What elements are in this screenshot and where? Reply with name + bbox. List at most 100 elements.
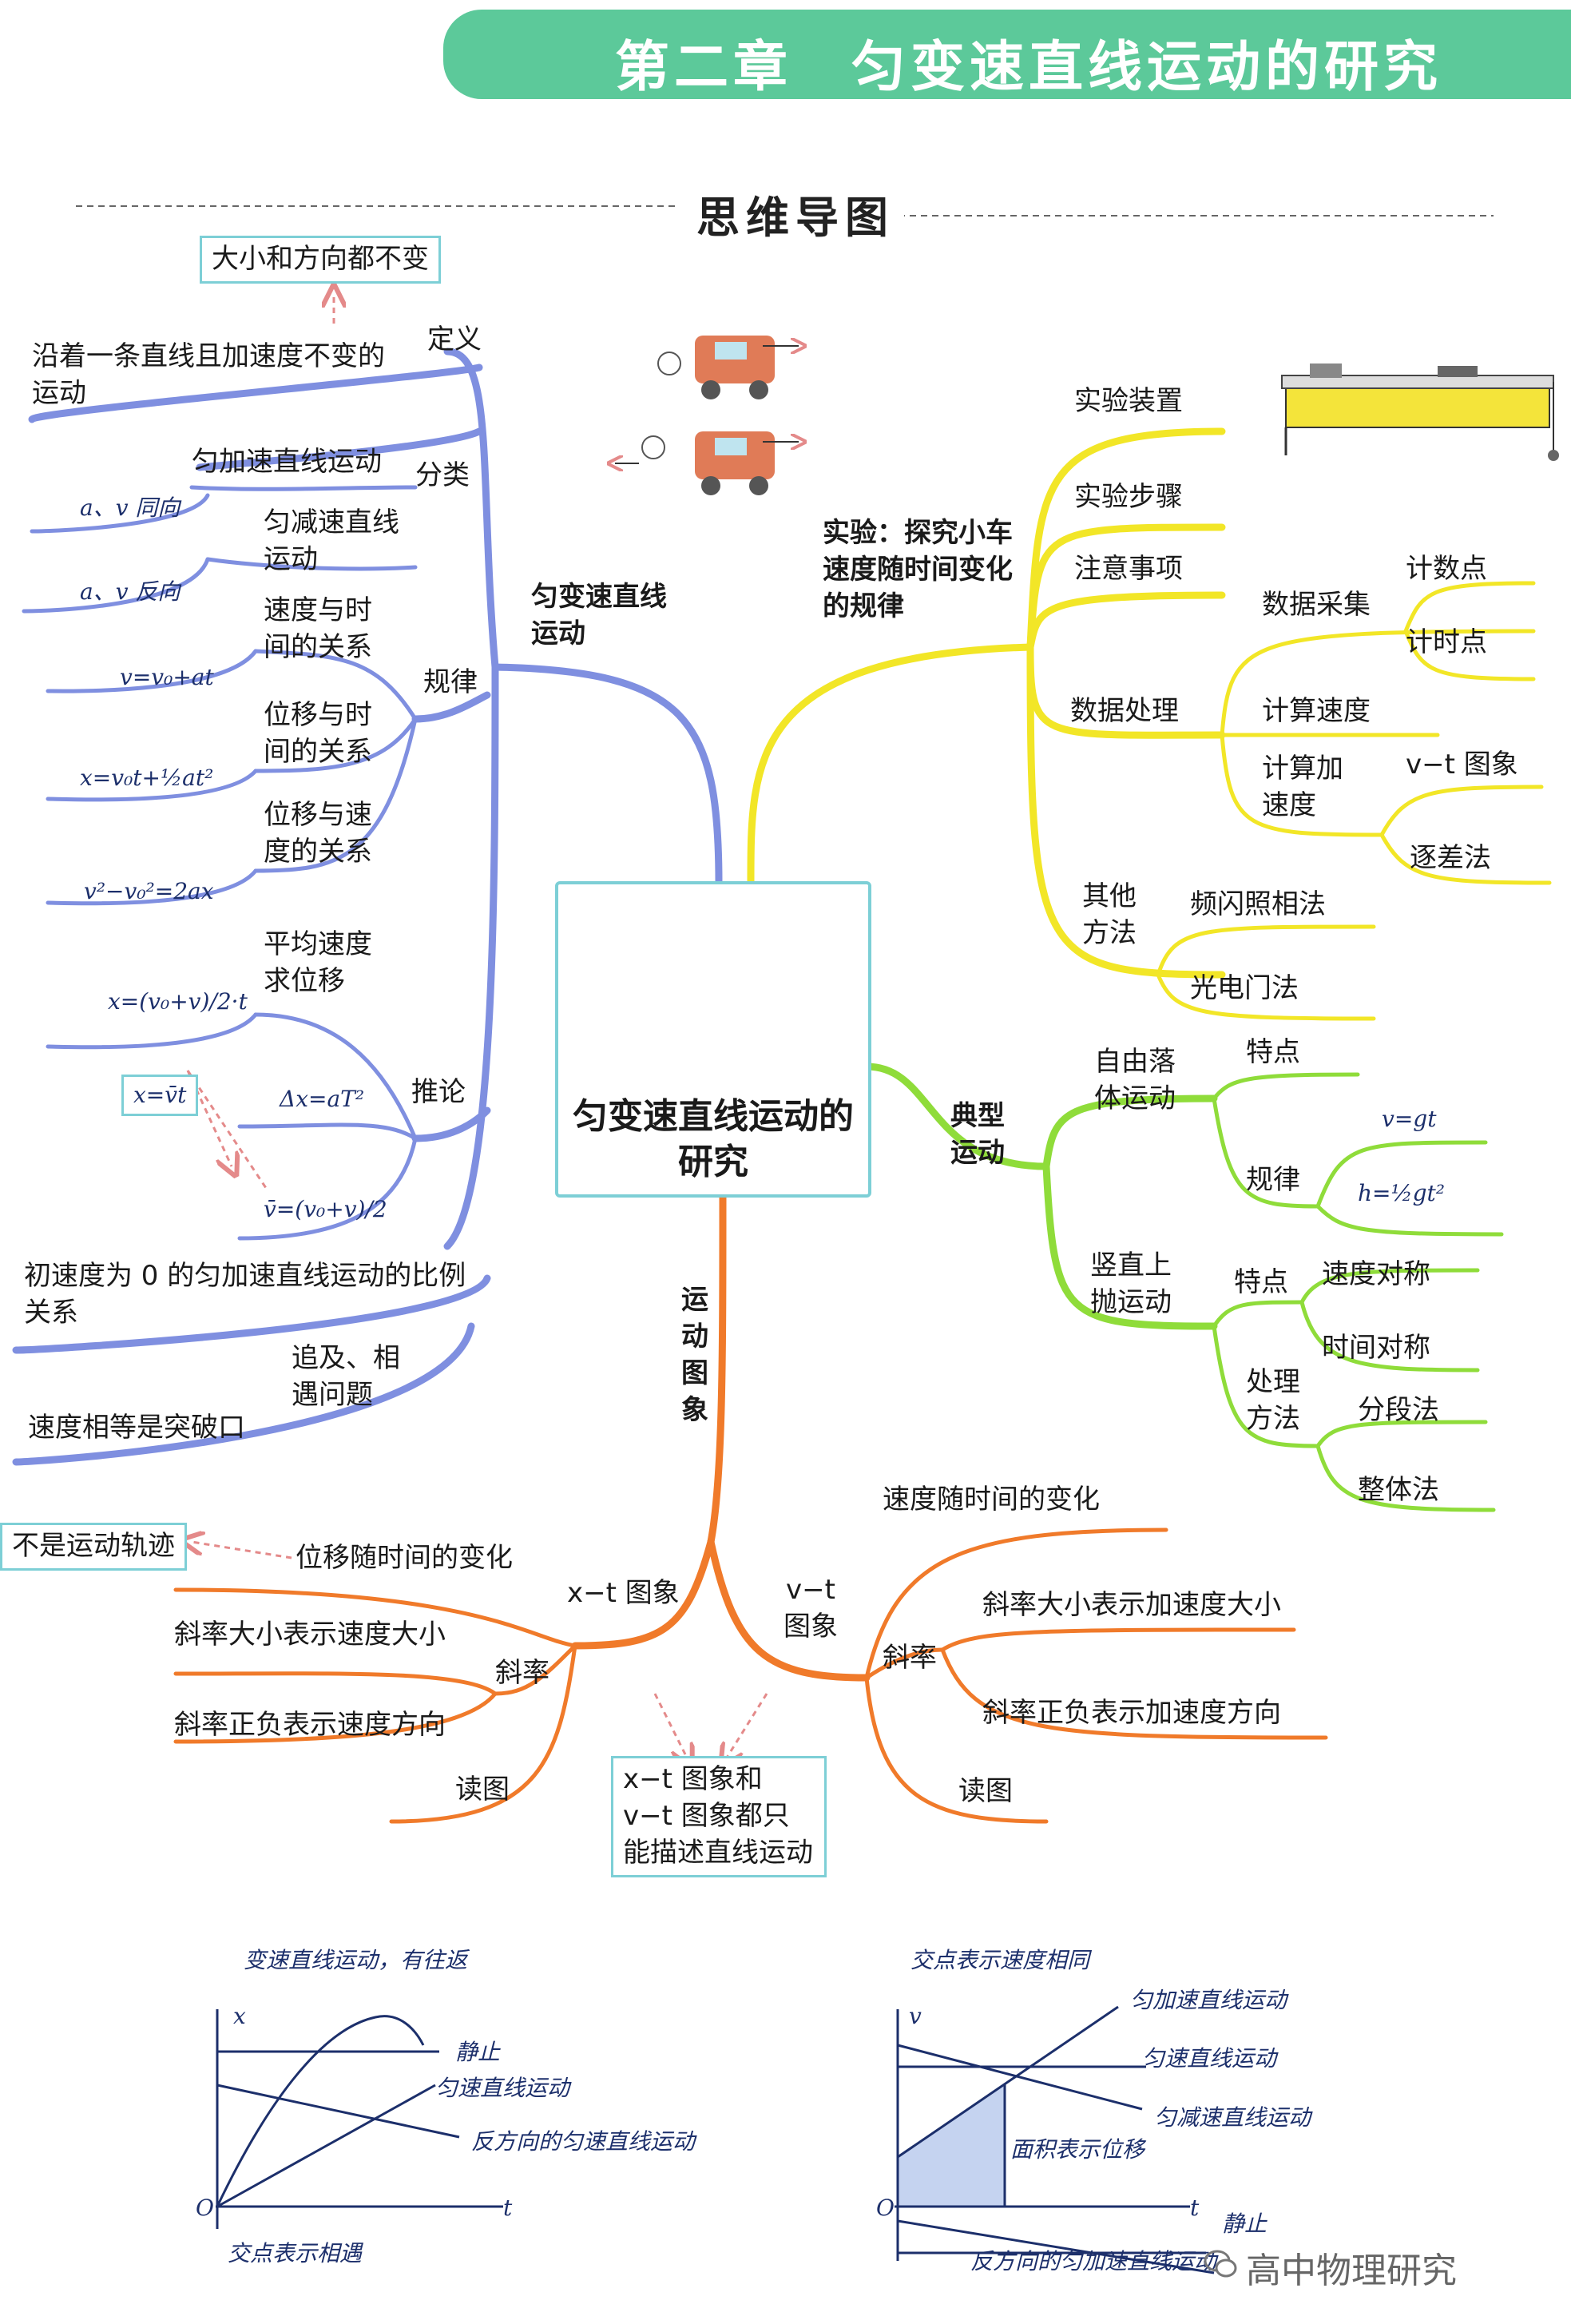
xt-displacement-change: 位移随时间的变化 [296, 1542, 513, 1574]
inference-formula-1: Δx=aT² [280, 1086, 365, 1112]
law-displacement-velocity: 位移与速度的关系 [264, 799, 372, 868]
yellow-subbranches [1156, 581, 1552, 1021]
formula-velocity-time: v=v₀+at [120, 664, 214, 690]
xt-read-graph: 读图 [455, 1774, 510, 1806]
experiment-apparatus-illustration [1281, 363, 1559, 461]
formula-average-velocity: x=(v₀+v)/2·t [108, 988, 248, 1015]
segment-method: 分段法 [1358, 1394, 1439, 1426]
note-both-graphs: x−t 图象和 v−t 图象都只能描述直线运动 [611, 1756, 827, 1877]
green-branch [863, 1063, 1218, 1330]
xt-slope: 斜率 [495, 1657, 549, 1689]
graph-vt-y-axis-label: v [909, 2003, 922, 2029]
graph-vt-reverse-label: 反方向的匀加速直线运动 [970, 2248, 1217, 2274]
node-typical-motion: 典型运动 [950, 1100, 1005, 1169]
vt-slope-magnitude: 斜率大小表示加速度大小 [982, 1589, 1281, 1621]
vertical-throw-method: 处理方法 [1246, 1366, 1300, 1435]
photogate-method: 光电门法 [1190, 972, 1299, 1004]
whole-method: 整体法 [1358, 1474, 1439, 1506]
graph-xt-curve [216, 2015, 425, 2207]
free-fall-height-formula: h=½gt² [1358, 1180, 1446, 1206]
exp-steps: 实验步骤 [1074, 481, 1183, 513]
yellow-branch [747, 427, 1226, 979]
note-average-velocity: x=v̄t [121, 1075, 199, 1116]
section-title: 思维导图 [687, 182, 904, 245]
xt-slope-magnitude: 斜率大小表示速度大小 [174, 1619, 446, 1651]
vertical-throw: 竖直上抛运动 [1090, 1249, 1172, 1318]
uniform-accel-cond: a、v 同向 [80, 495, 181, 521]
free-fall-velocity-formula: v=gt [1382, 1106, 1437, 1132]
graph-xt-reverse-line [216, 2084, 460, 2139]
chapter-title: 第二章 匀变速直线运动的研究 [615, 36, 1443, 99]
uniform-accel-label: 匀加速直线运动 [192, 446, 382, 478]
graph-xt-top-note: 变速直线运动，有往返 [244, 1947, 468, 1973]
timing-point: 计时点 [1406, 626, 1487, 658]
successive-difference-method: 逐差法 [1410, 842, 1491, 874]
uniform-decel-label: 匀减速直线运动 [264, 507, 399, 575]
node-inference: 推论 [411, 1076, 466, 1108]
watermark: 高中物理研究 [1246, 2251, 1457, 2291]
ratio-relation: 初速度为 0 的匀加速直线运动的比例关系 [24, 1260, 466, 1329]
graph-xt-y-axis-label: x [233, 2003, 246, 2029]
graph-vt-reverse-line [897, 2219, 1215, 2274]
graph-vt-decel-label: 匀减速直线运动 [1154, 2104, 1311, 2131]
graph-vt-origin: O [876, 2195, 895, 2221]
graph-vt-accel-line [897, 2005, 1119, 2159]
node-classification: 分类 [415, 459, 470, 491]
graph-xt-reverse-label: 反方向的匀速直线运动 [471, 2128, 696, 2155]
graph-vt-rest-label: 静止 [1222, 2211, 1268, 2237]
wechat-icon [1204, 2250, 1237, 2278]
exp-notes: 注意事项 [1074, 553, 1183, 585]
xt-graph-label: x−t 图象 [567, 1577, 680, 1609]
graph-xt-intersection-note: 交点表示相遇 [228, 2240, 363, 2266]
free-fall-law: 规律 [1246, 1164, 1300, 1196]
node-experiment: 实验：探究小车速度随时间变化的规律 [823, 517, 1013, 622]
graph-xt-origin: O [196, 2195, 214, 2221]
graph-vt-accel-label: 匀加速直线运动 [1130, 1987, 1287, 2013]
chapter-header-banner [443, 10, 1571, 99]
blue-subbranches [22, 485, 418, 1241]
car-illustration-top [657, 336, 799, 399]
node-chase: 追及、相遇问题 [292, 1342, 400, 1411]
blue-branch [12, 348, 723, 1466]
node-definition: 定义 [427, 324, 482, 356]
node-laws: 规律 [423, 666, 478, 698]
node-uniform-accel-motion: 匀变速直线运动 [531, 581, 667, 650]
speed-symmetry: 速度对称 [1322, 1258, 1430, 1290]
flash-photo-method: 频闪照相法 [1190, 888, 1326, 920]
data-collection: 数据采集 [1262, 589, 1371, 621]
law-average-velocity: 平均速度求位移 [264, 928, 372, 997]
vt-graph-label: v−t 图象 [784, 1574, 838, 1643]
orange-branch [571, 1186, 871, 1682]
green-subbranches [1212, 1072, 1504, 1512]
formula-displacement-time: x=v₀t+½at² [80, 765, 214, 791]
graph-xt-uniform-label: 匀速直线运动 [435, 2075, 570, 2101]
calc-acceleration: 计算加速度 [1262, 753, 1343, 821]
center-node: 匀变速直线运动的研究 [555, 881, 871, 1198]
inference-formula-2: v̄=(v₀+v)/2 [264, 1196, 387, 1222]
node-motion-graphs: 运动图象 [681, 1284, 708, 1426]
other-methods: 其他方法 [1082, 880, 1137, 949]
counting-point: 计数点 [1406, 553, 1487, 585]
vt-slope-sign: 斜率正负表示加速度方向 [982, 1697, 1281, 1729]
vt-read-graph: 读图 [958, 1775, 1013, 1807]
vt-slope: 斜率 [883, 1642, 937, 1674]
graph-vt [895, 2005, 1215, 2274]
graph-vt-x-axis-label: t [1190, 2195, 1200, 2221]
free-fall-feature: 特点 [1246, 1036, 1300, 1068]
graph-vt-decel-line [897, 2044, 1143, 2111]
graph-vt-top-note: 交点表示速度相同 [910, 1947, 1090, 1973]
chase-text: 速度相等是突破口 [28, 1412, 245, 1444]
free-fall: 自由落体运动 [1094, 1046, 1176, 1114]
graph-vt-area [898, 2084, 1005, 2207]
note-definition: 大小和方向都不变 [200, 236, 441, 284]
uniform-decel-cond: a、v 反向 [80, 578, 181, 605]
vt-velocity-change: 速度随时间的变化 [883, 1484, 1100, 1516]
graph-xt-rest-label: 静止 [455, 2039, 501, 2065]
vertical-throw-feature: 特点 [1234, 1266, 1288, 1298]
vt-graph-method: v−t 图象 [1406, 749, 1518, 781]
car-illustration-bottom [615, 431, 799, 495]
xt-slope-sign: 斜率正负表示速度方向 [174, 1709, 446, 1741]
exp-data-processing: 数据处理 [1070, 695, 1179, 727]
graph-vt-uniform-label: 匀速直线运动 [1142, 2045, 1277, 2072]
note-arrows [188, 296, 768, 1758]
